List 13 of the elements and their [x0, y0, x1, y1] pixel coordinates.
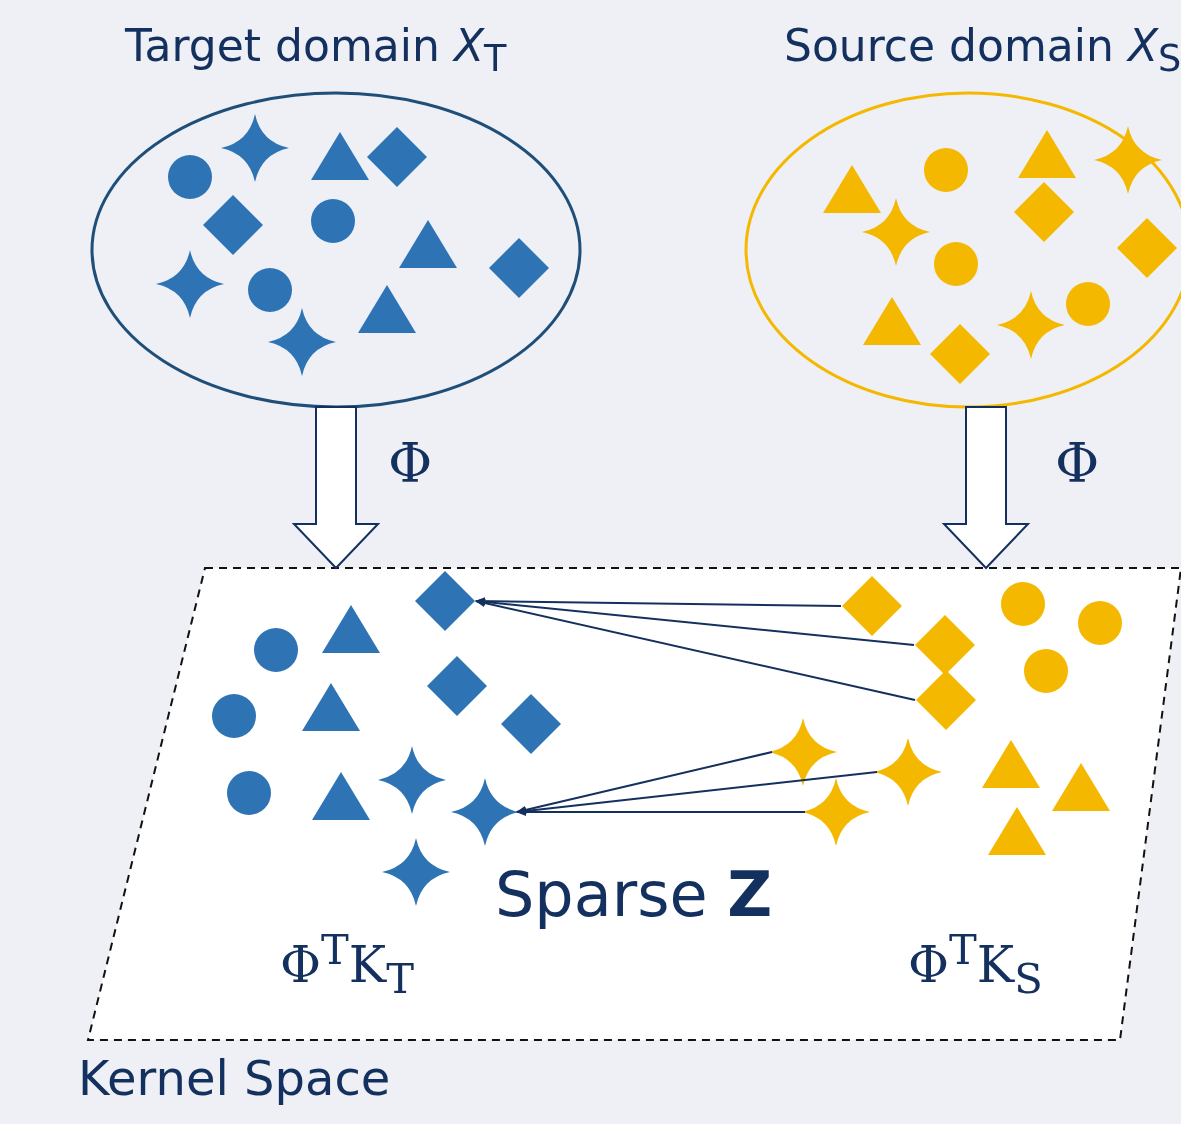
matrix-label: Sparse Z — [495, 858, 773, 931]
area-label: Kernel Space — [78, 1050, 391, 1106]
block-arrow — [291, 406, 381, 570]
formula-label: Φ$^{T}$K$_{S}$ — [908, 925, 1043, 1003]
edge-label: Φ — [1055, 432, 1100, 495]
formula-label: Φ$^{T}$K$_{T}$ — [280, 925, 414, 1003]
domain-title: Source domain X$_{S}$ — [784, 20, 1181, 80]
arrow — [516, 808, 806, 816]
domain-title: Target domain X$_{T}$ — [125, 20, 507, 80]
arrow — [516, 751, 773, 814]
edge-label: Φ — [388, 432, 433, 495]
block-arrow — [941, 406, 1031, 570]
arrow — [475, 599, 916, 701]
